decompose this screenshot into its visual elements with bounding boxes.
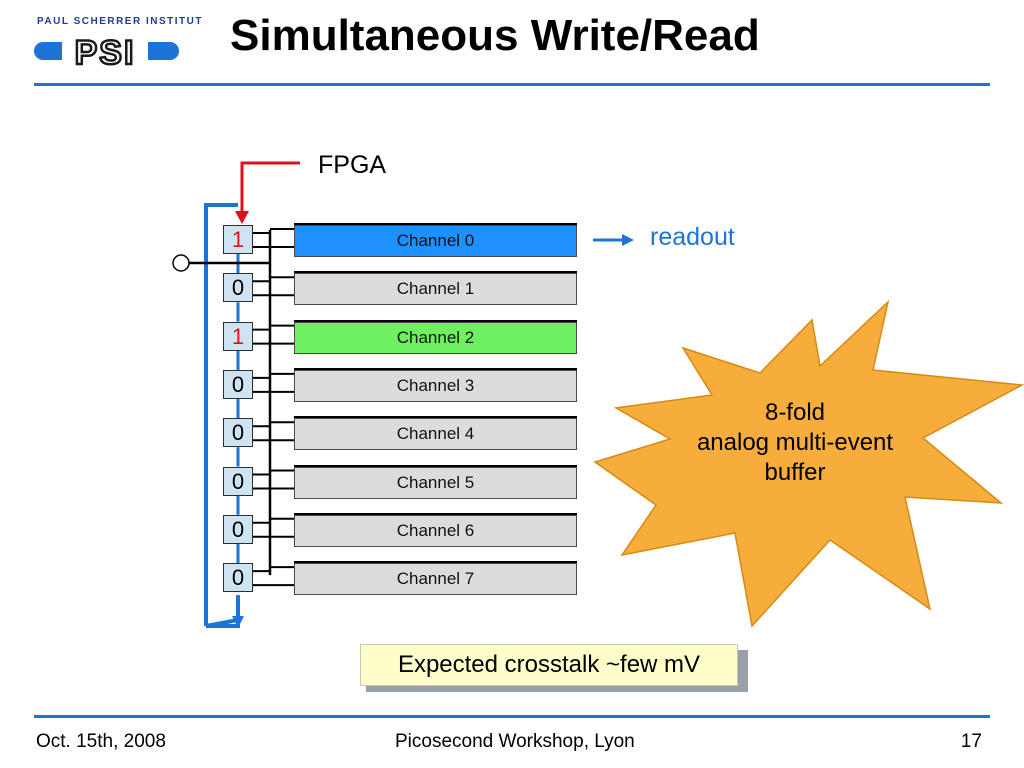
channel-box: Channel 0 <box>294 225 577 257</box>
burst-line-1: 8-fold <box>764 399 826 426</box>
fpga-arrow <box>240 161 300 215</box>
slide-title: Simultaneous Write/Read <box>230 11 760 60</box>
bit-cell: 0 <box>223 563 253 592</box>
bit-cell: 0 <box>223 467 253 496</box>
bit-cell: 0 <box>223 515 253 544</box>
bit-cell: 0 <box>223 418 253 447</box>
footer-event: Picosecond Workshop, Lyon <box>395 731 635 752</box>
fpga-label: FPGA <box>318 151 387 179</box>
input-node <box>172 254 190 272</box>
page-number: 17 <box>960 731 982 752</box>
channel-box: Channel 2 <box>294 322 577 354</box>
bit-cell: 0 <box>223 273 253 302</box>
burst-text: 8-fold analog multi-event buffer <box>655 398 935 488</box>
bit-cell: 1 <box>223 225 253 254</box>
channel-box: Channel 3 <box>294 370 577 402</box>
header-rule <box>34 83 990 86</box>
readout-label: readout <box>650 223 735 251</box>
channel-box: Channel 4 <box>294 418 577 450</box>
footer-rule <box>34 715 990 718</box>
crosstalk-note: Expected crosstalk ~few mV <box>360 644 738 686</box>
logo-caption: PAUL SCHERRER INSTITUT <box>37 16 203 27</box>
channel-box: Channel 1 <box>294 273 577 305</box>
loop-arrow <box>232 616 244 628</box>
channel-box: Channel 5 <box>294 467 577 499</box>
bit-cell: 0 <box>223 370 253 399</box>
footer-date: Oct. 15th, 2008 <box>36 731 166 752</box>
channel-box: Channel 6 <box>294 515 577 547</box>
channel-box: Channel 7 <box>294 563 577 595</box>
burst-line-2: analog multi-event <box>696 429 894 456</box>
bit-cell: 1 <box>223 322 253 351</box>
burst-line-3: buffer <box>764 459 826 486</box>
